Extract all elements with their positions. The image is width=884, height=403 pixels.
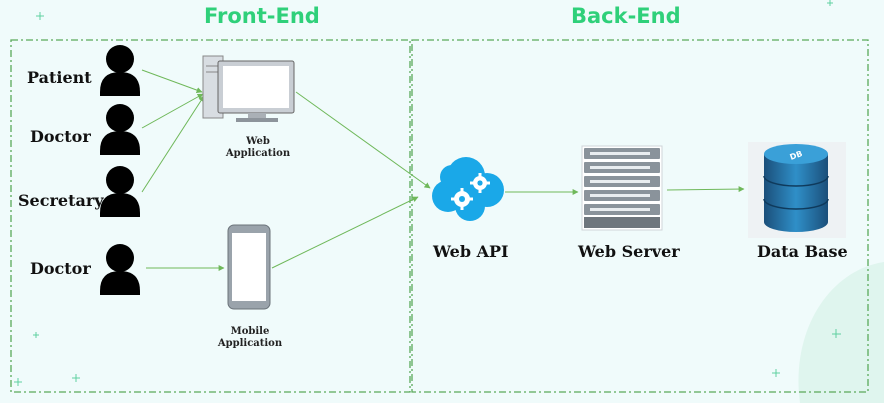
arrow-patient-webapp bbox=[141, 69, 203, 93]
front-end-boundary bbox=[10, 39, 411, 393]
back-end-boundary bbox=[411, 39, 869, 393]
database-label: Data Base bbox=[757, 242, 848, 261]
web-application-label-line2: Application bbox=[225, 148, 291, 159]
person-icon bbox=[100, 45, 140, 96]
decorative-blob bbox=[798, 262, 884, 403]
actor-label-patient: Patient bbox=[27, 68, 92, 87]
actor-label-doctor-mobile: Doctor bbox=[30, 259, 91, 278]
mobile-application-label-line2: Application bbox=[217, 338, 283, 349]
server-rack-icon bbox=[581, 145, 663, 231]
actor-label-doctor: Doctor bbox=[30, 127, 91, 146]
cloud-gears-icon bbox=[432, 157, 504, 221]
web-api-label: Web API bbox=[433, 242, 509, 261]
arrow-secretary-webapp bbox=[141, 95, 205, 193]
actor-label-secretary: Secretary bbox=[18, 191, 104, 210]
db-badge: DB bbox=[789, 149, 804, 162]
connectors bbox=[141, 69, 745, 271]
arrow-doctor-webapp bbox=[141, 93, 204, 129]
mobile-phone-icon bbox=[227, 224, 271, 310]
web-application-label: Web Application bbox=[218, 136, 298, 160]
back-end-title: Back-End bbox=[571, 4, 681, 28]
decorative-sparkles bbox=[14, 0, 841, 386]
desktop-computer-icon bbox=[202, 55, 295, 122]
person-icon bbox=[100, 166, 140, 217]
arrow-webapp-api bbox=[295, 91, 431, 189]
person-icon bbox=[100, 244, 140, 295]
mobile-application-label: Mobile Application bbox=[210, 326, 290, 350]
mobile-application-label-line1: Mobile bbox=[230, 326, 270, 337]
database-icon: DB bbox=[748, 142, 846, 238]
arrow-mobile-api bbox=[271, 196, 419, 269]
front-end-title: Front-End bbox=[204, 4, 320, 28]
arrow-server-db bbox=[666, 186, 745, 193]
person-icon bbox=[100, 104, 140, 155]
web-server-label: Web Server bbox=[578, 242, 680, 261]
web-application-label-line1: Web bbox=[246, 136, 270, 147]
